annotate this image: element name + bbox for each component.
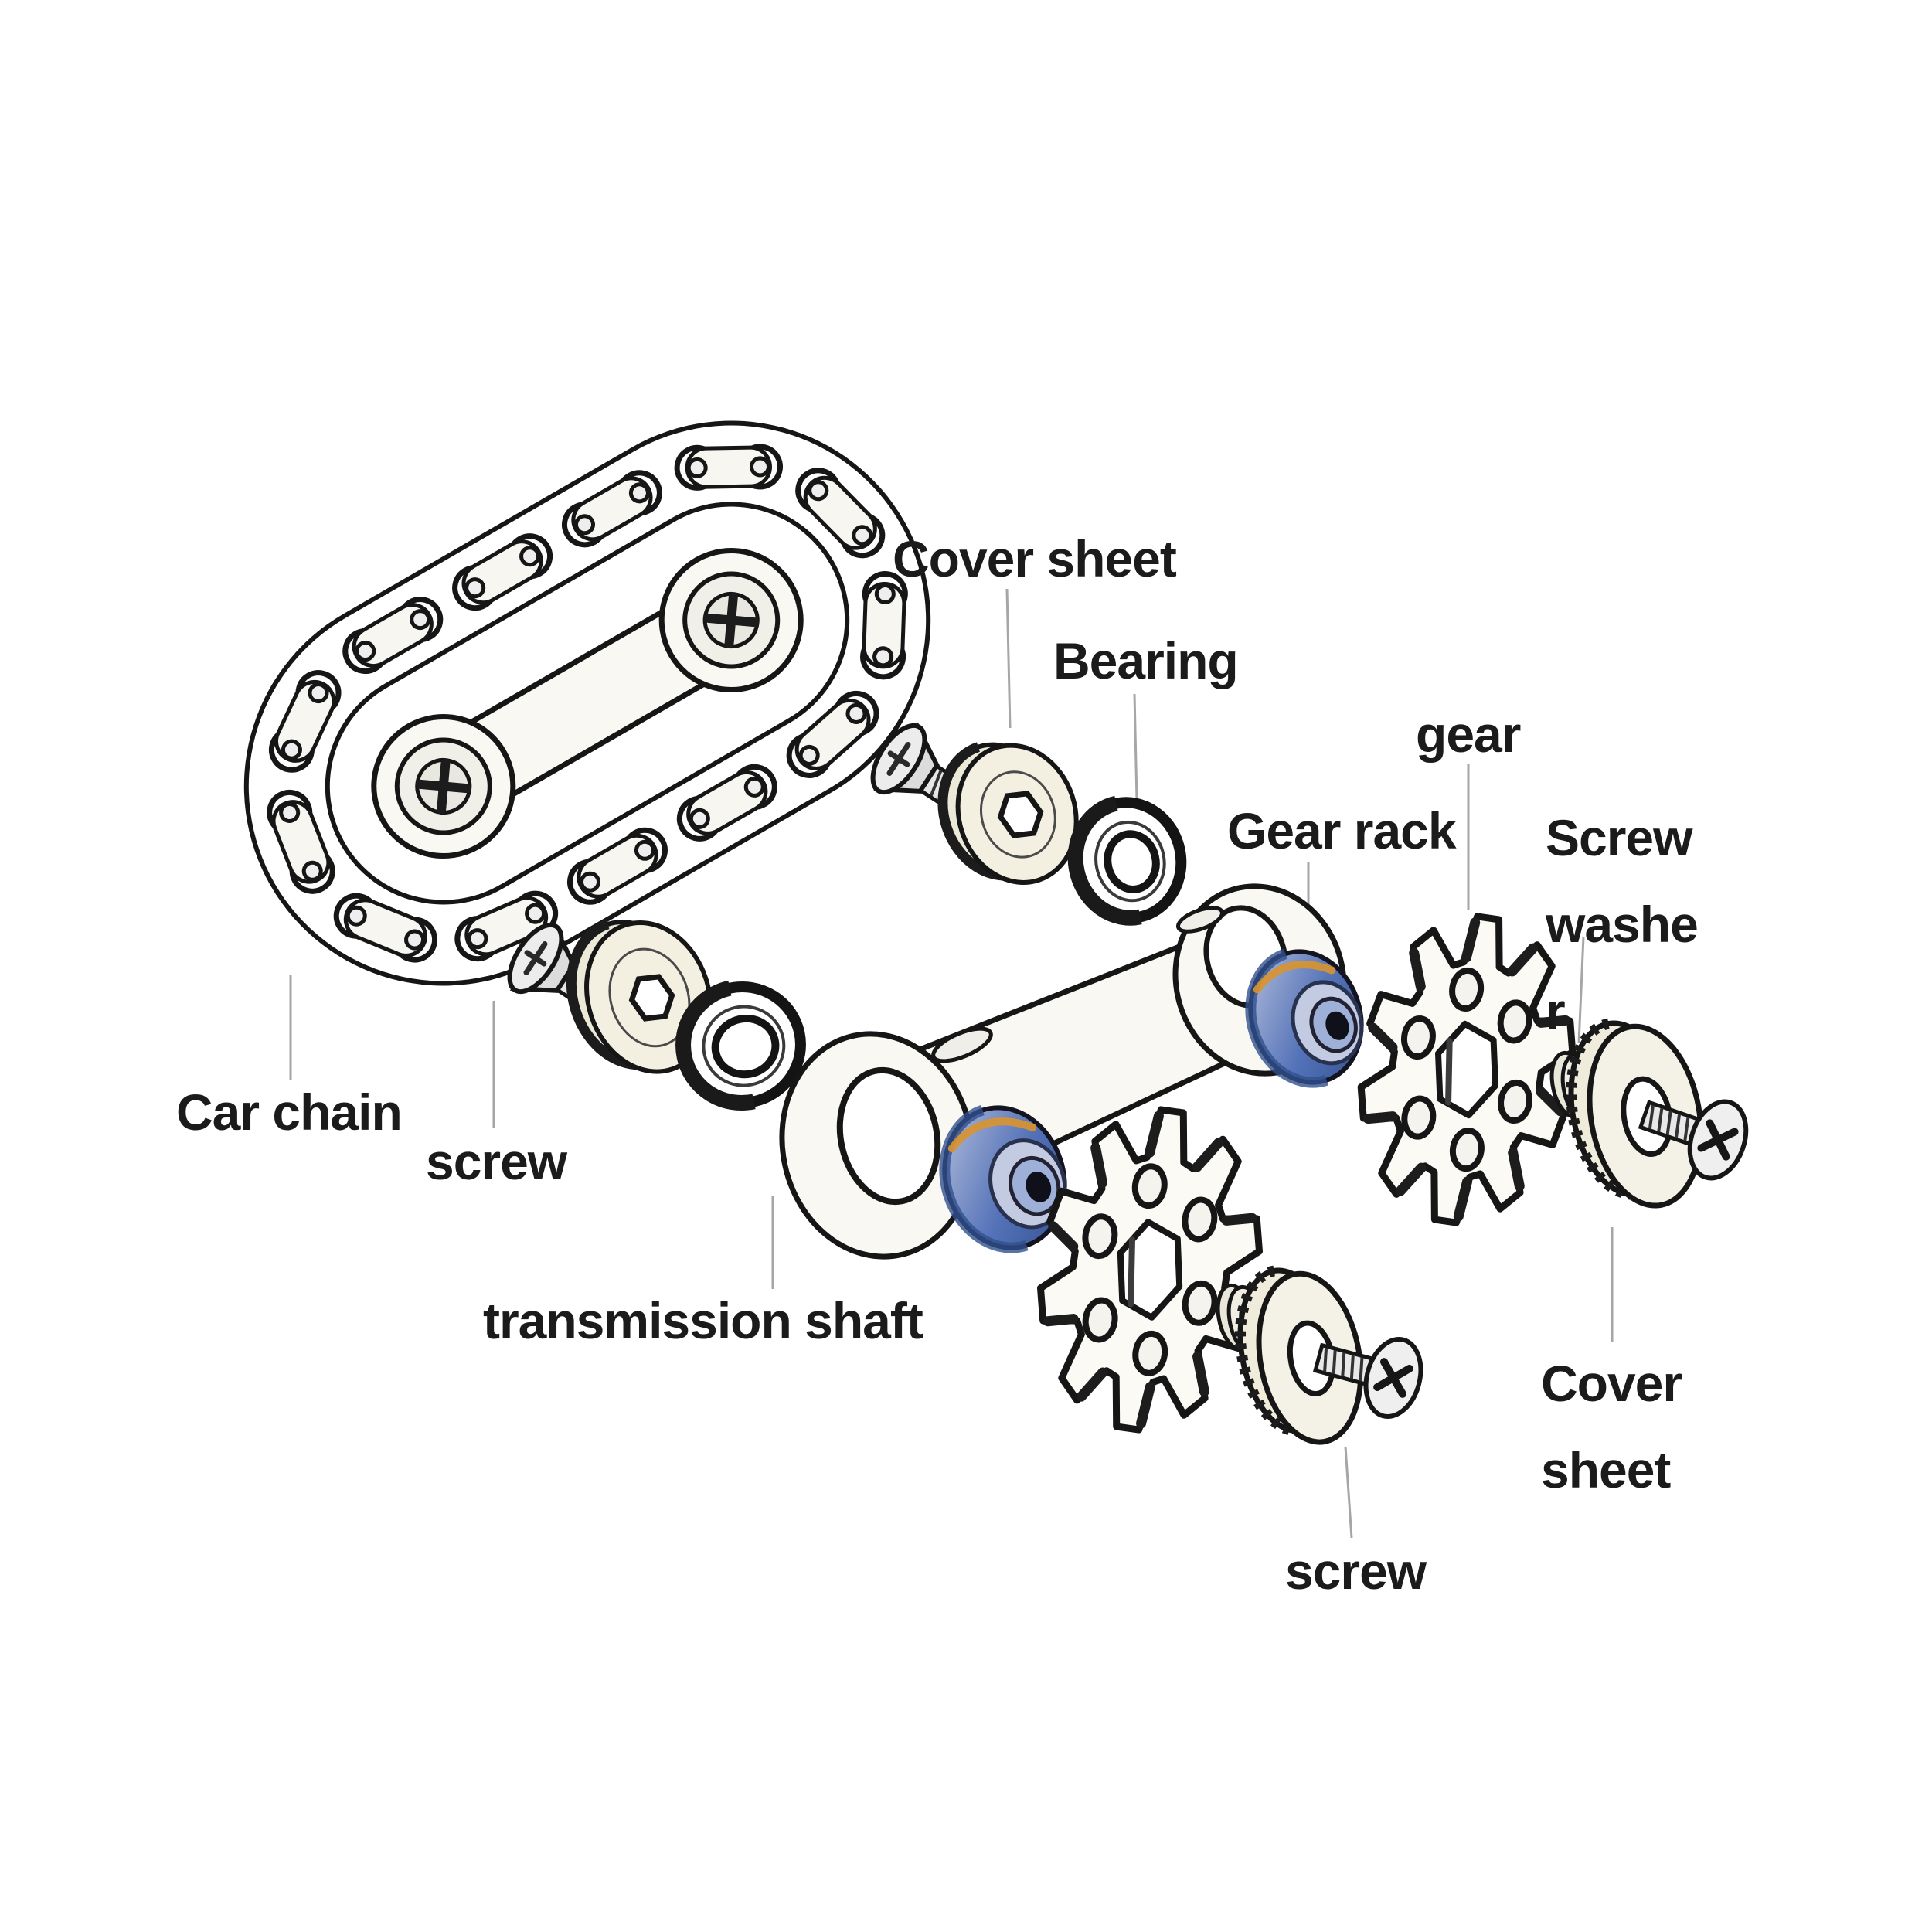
leader-lines bbox=[289, 588, 1614, 1539]
leader-bearing bbox=[1133, 693, 1138, 801]
screw-right-drawing bbox=[1638, 1099, 1749, 1181]
leader-screw-washer bbox=[1577, 936, 1585, 1044]
bearing-a-drawing bbox=[1067, 795, 1187, 926]
car-chain-drawing bbox=[243, 420, 931, 986]
label-gear-rack: Gear rack bbox=[1227, 802, 1457, 859]
cover-sheet-top-drawing bbox=[937, 742, 1079, 885]
exploded-parts bbox=[507, 722, 1749, 1445]
phillips-screw-icon bbox=[415, 758, 471, 815]
spinner-plate-drawing bbox=[371, 548, 804, 859]
label-cover-sheet-top: Cover sheet bbox=[893, 530, 1177, 587]
label-bearing: Bearing bbox=[1053, 632, 1239, 689]
leader-cover-sheet-top bbox=[1005, 588, 1012, 729]
label-car-chain: Car chain bbox=[176, 1083, 403, 1141]
label-gear: gear bbox=[1416, 706, 1521, 763]
label-cover-sheet-bottom: Cover sheet bbox=[1541, 1355, 1682, 1499]
gear-upper-drawing bbox=[1357, 913, 1577, 1226]
label-screw-bottom: screw bbox=[1285, 1543, 1427, 1600]
phillips-screw-icon bbox=[703, 592, 760, 648]
bearing-b-drawing bbox=[675, 980, 806, 1111]
chain-links bbox=[267, 444, 908, 963]
cover-sheet-right-drawing bbox=[1566, 1018, 1704, 1209]
label-transmission-shaft: transmission shaft bbox=[483, 1292, 923, 1349]
transmission-shaft-upper-drawing bbox=[1245, 948, 1364, 1088]
leader-screw-bottom bbox=[1344, 1446, 1353, 1539]
label-screw-left: screw bbox=[426, 1133, 567, 1190]
label-screw-washer: Screw washer bbox=[1546, 809, 1699, 1040]
cover-sheet-mid-drawing bbox=[566, 919, 713, 1074]
transmission-shaft-lower-drawing bbox=[939, 1104, 1067, 1253]
screw-bottom-drawing bbox=[1312, 1336, 1423, 1420]
cover-sheet-bottom-drawing bbox=[1235, 1265, 1364, 1445]
gear-lower-drawing bbox=[1037, 1106, 1263, 1434]
